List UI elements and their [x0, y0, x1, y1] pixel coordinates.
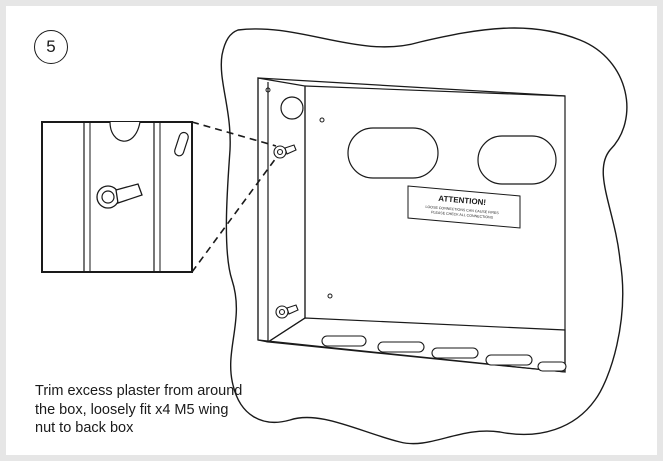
caption-line-3: nut to back box [35, 420, 134, 436]
step-number-badge: 5 [34, 30, 68, 64]
fixing-holes [265, 87, 333, 299]
zoom-inset [41, 121, 193, 273]
knockout-side [280, 96, 304, 120]
attention-line1: LOOSE CONNECTIONS CAN CAUSE FIRES [425, 205, 499, 215]
zoom-leader-lines [191, 121, 277, 273]
attention-line2: PLEASE CHECK ALL CONNECTIONS [431, 210, 494, 219]
caption-line-1: Trim excess plaster from around [35, 383, 243, 399]
attention-title: ATTENTION! [438, 194, 486, 207]
attention-label [407, 185, 521, 229]
wing-nut-bottom [275, 304, 299, 319]
step-number: 5 [46, 37, 56, 56]
bottom-knockouts [321, 335, 567, 372]
knockout-right [477, 135, 557, 185]
knockout-left [347, 127, 439, 179]
instruction-caption: Trim excess plaster from around the box,… [35, 382, 295, 438]
caption-line-2: the box, loosely fit x4 M5 wing [35, 401, 229, 418]
wing-nut-top [273, 144, 297, 159]
